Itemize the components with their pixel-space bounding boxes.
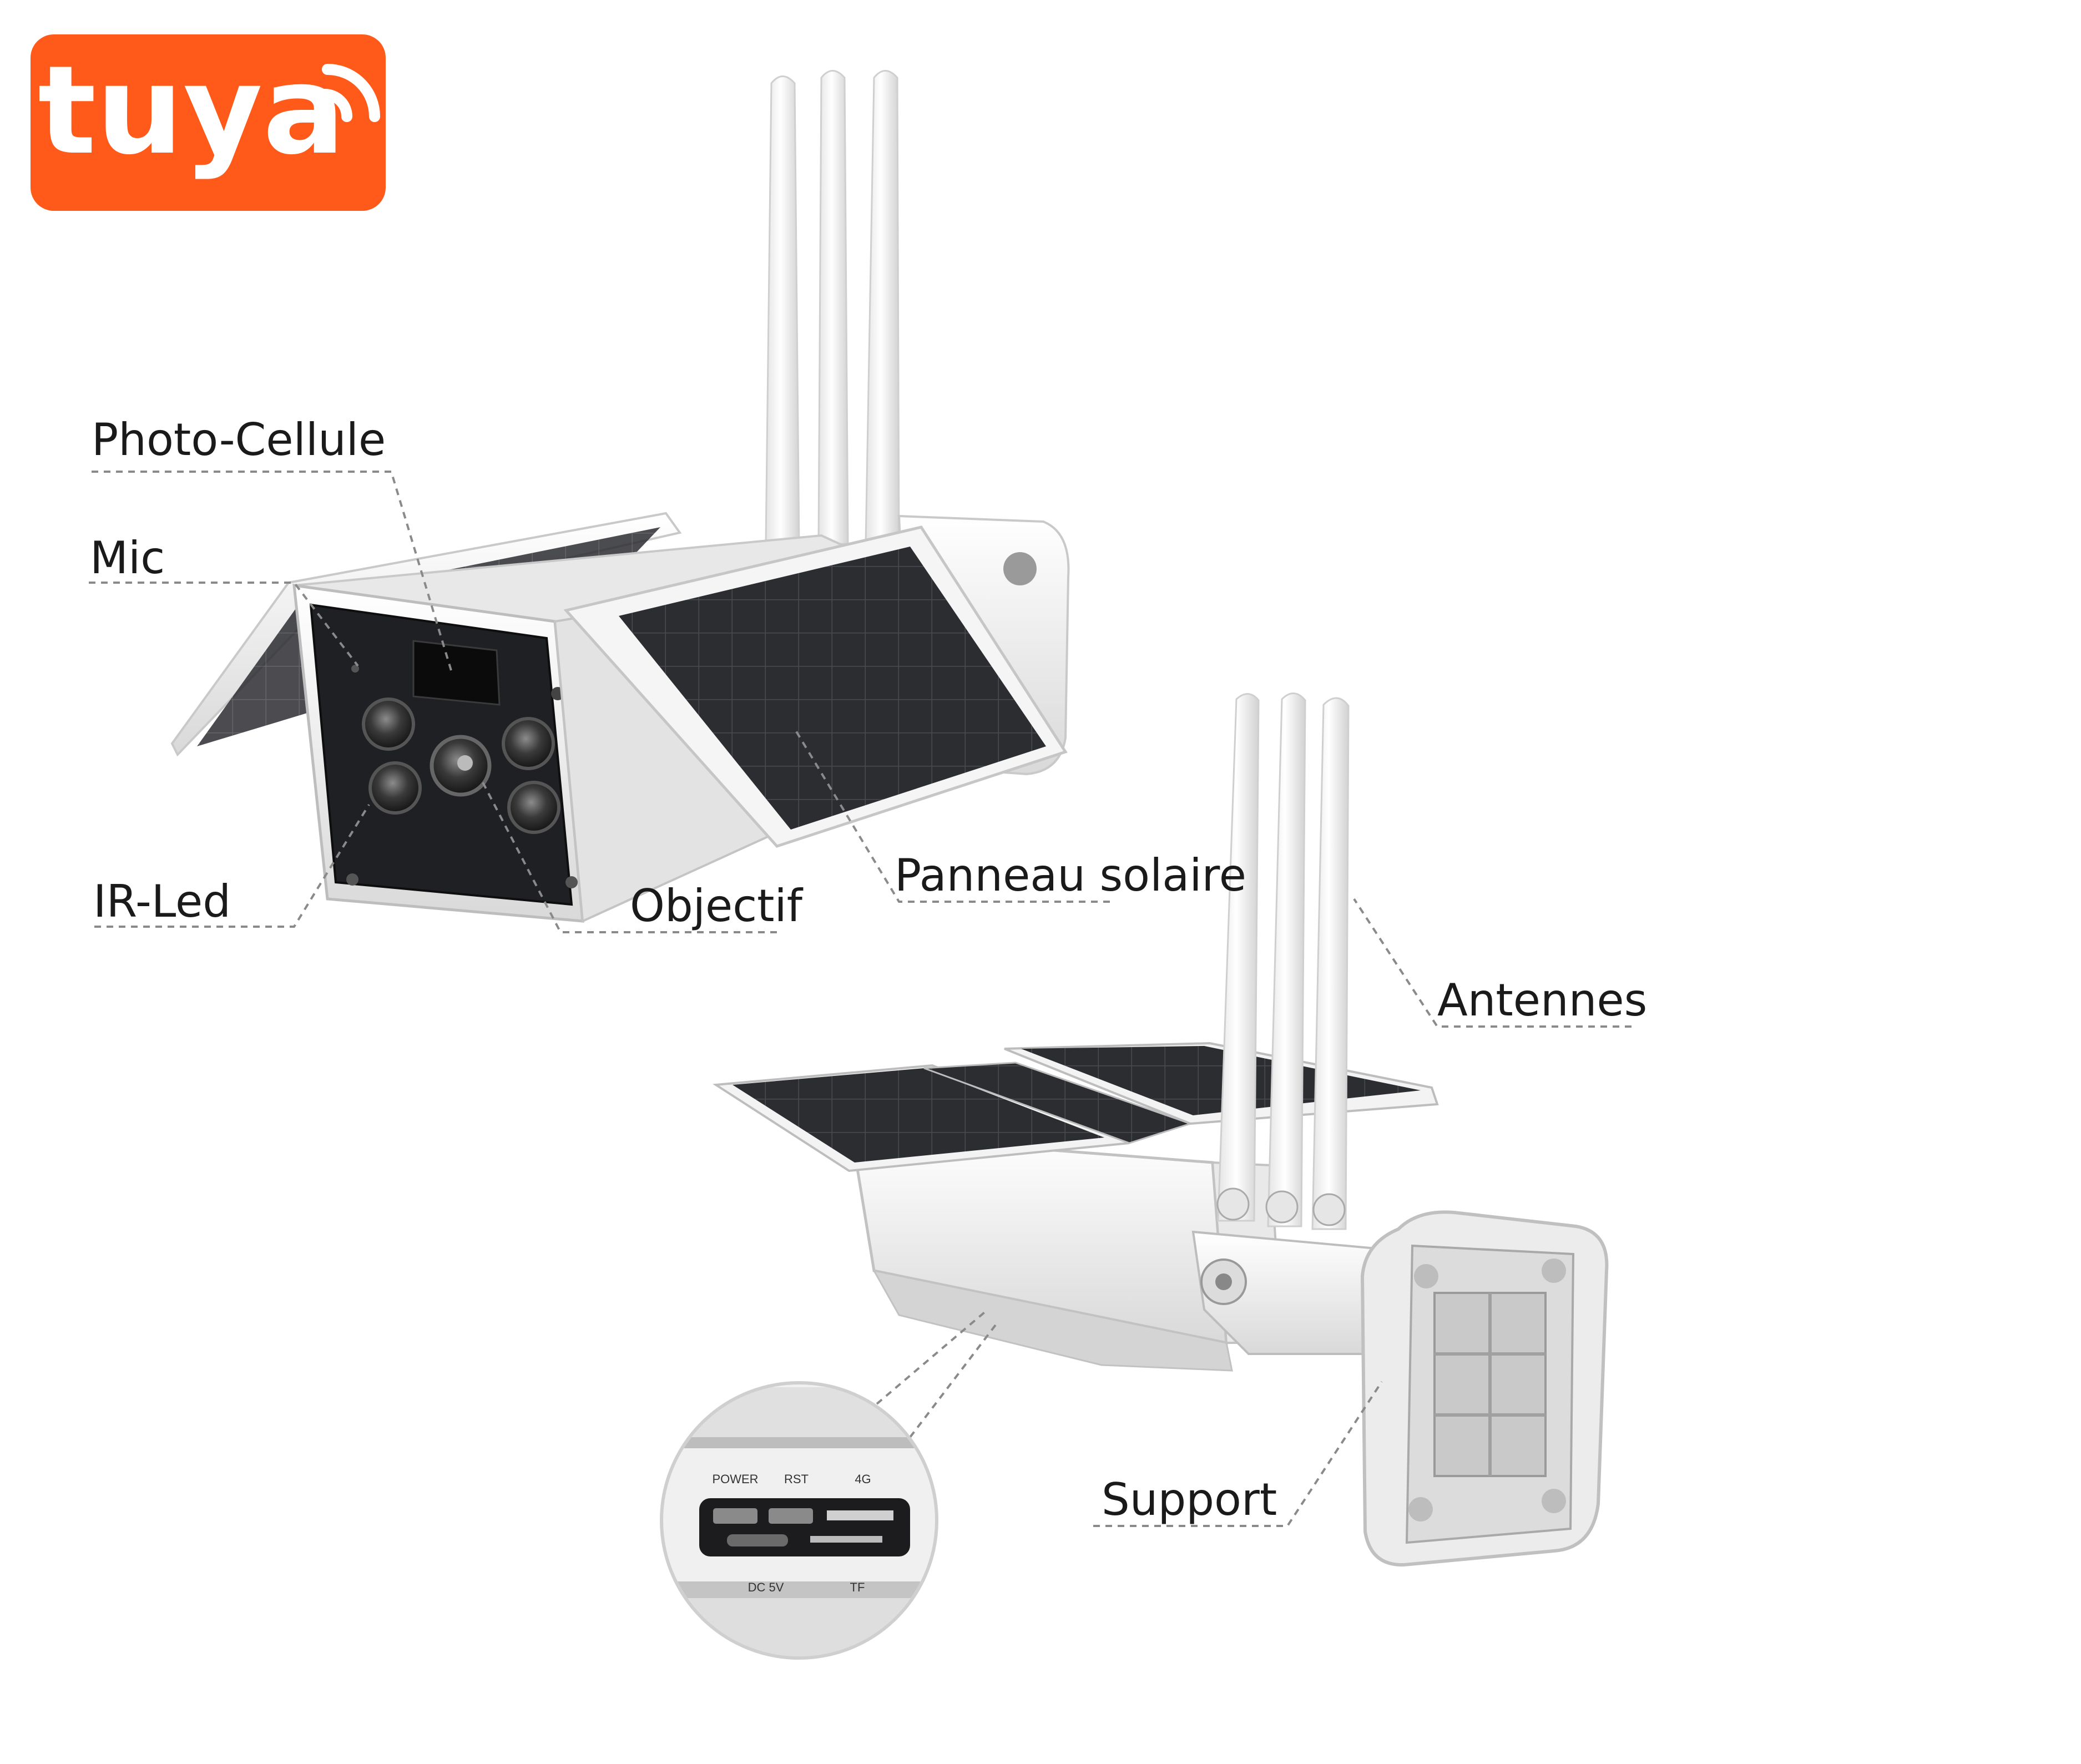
logo-text: tuya [38, 39, 345, 181]
port-dc5v-label: DC 5V [748, 1580, 784, 1594]
label-antennes: Antennes [1437, 974, 1647, 1026]
ports-magnifier: POWER RST 4G DC 5V TF [660, 1308, 1000, 1660]
leader-lines [89, 471, 1632, 1527]
port-power-label: POWER [712, 1472, 758, 1486]
antenna-group-top [765, 70, 900, 545]
label-mic: Mic [90, 532, 165, 584]
camera-rear-view [713, 693, 1609, 1567]
label-support: Support [1102, 1474, 1277, 1525]
logo-badge [31, 34, 386, 211]
label-panneau-solaire: Panneau solaire [895, 850, 1246, 901]
label-ir-led: IR-Led [93, 876, 231, 927]
label-photo-cellule: Photo-Cellule [92, 414, 386, 466]
antenna-group-rear [1216, 693, 1350, 1230]
port-4g-label: 4G [855, 1472, 871, 1486]
tuya-logo: tuya [31, 34, 386, 211]
ir-leds [362, 697, 560, 834]
wall-mount-support [1360, 1210, 1609, 1567]
photo-cell-window [412, 640, 501, 706]
label-objectif: Objectif [630, 880, 804, 932]
port-tf-label: TF [850, 1580, 865, 1594]
wifi-icon [319, 89, 352, 122]
solar-panel-top [563, 525, 1068, 848]
mic-dot [351, 665, 359, 673]
port-rst-label: RST [784, 1472, 809, 1486]
